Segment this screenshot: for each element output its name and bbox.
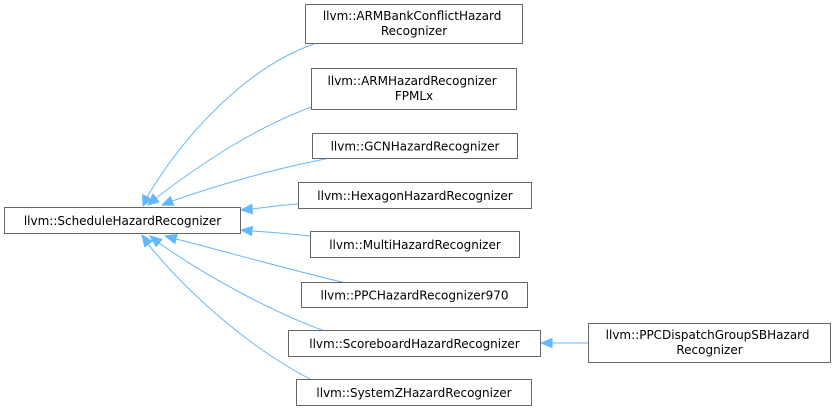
edge-line [251, 230, 311, 237]
arrowhead-icon [163, 233, 178, 245]
node-label-line: llvm::ARMBankConflictHazard [323, 9, 501, 23]
edge-line [158, 242, 331, 334]
edge-arm-fpmlx-to-base [147, 103, 321, 206]
edge-ppc970-to-base [163, 233, 347, 284]
node-scoreboard-hazard-recognizer[interactable]: llvm::ScoreboardHazardRecognizer [288, 330, 541, 357]
node-box [301, 282, 528, 308]
node-label: llvm::SystemZHazardRecognizer [316, 386, 511, 400]
node-label: llvm::GCNHazardRecognizer [331, 140, 500, 154]
arrowhead-icon [141, 233, 154, 248]
node-label: llvm::ARMBankConflictHazard Recognizer [323, 9, 505, 38]
node-label-line: llvm::ScoreboardHazardRecognizer [309, 337, 520, 351]
node-label-line: llvm::ARMHazardRecognizer [328, 74, 497, 88]
edge-ppc-dispatch-to-scoreboard [539, 337, 588, 349]
node-arm-hazard-recognizer-fpmlx[interactable]: llvm::ARMHazardRecognizer FPMLx [311, 68, 517, 110]
node-label-line: Recognizer [381, 24, 447, 38]
edge-systemz-to-base [141, 233, 319, 384]
node-label-line: llvm::SystemZHazardRecognizer [316, 386, 511, 400]
node-label: llvm::MultiHazardRecognizer [329, 238, 501, 252]
arrowhead-icon [239, 225, 253, 237]
node-label: llvm::HexagonHazardRecognizer [317, 189, 512, 203]
node-label: llvm::ScoreboardHazardRecognizer [309, 337, 520, 351]
node-label-line: llvm::PPCHazardRecognizer970 [321, 289, 509, 303]
node-label: llvm::PPCHazardRecognizer970 [321, 289, 509, 303]
edge-hexagon-to-base [239, 203, 299, 215]
arrowhead-icon [142, 193, 153, 207]
arrowhead-icon [160, 195, 175, 206]
edge-line [175, 238, 347, 284]
node-label-line: Recognizer [676, 343, 742, 357]
edge-gcn-to-base [160, 156, 337, 206]
edge-line [155, 103, 321, 199]
node-box [296, 379, 532, 406]
node-label-line: llvm::HexagonHazardRecognizer [317, 189, 512, 203]
node-box [305, 4, 523, 44]
node-schedule-hazard-recognizer[interactable]: llvm::ScheduleHazardRecognizer [4, 207, 241, 234]
node-gcn-hazard-recognizer[interactable]: llvm::GCNHazardRecognizer [312, 133, 518, 159]
edge-line [146, 43, 315, 198]
node-ppc-hazard-recognizer-970[interactable]: llvm::PPCHazardRecognizer970 [301, 282, 528, 308]
node-arm-bank-conflict-hazard-recognizer[interactable]: llvm::ARMBankConflictHazard Recognizer [305, 4, 523, 44]
arrowhead-icon [239, 203, 254, 215]
node-box [588, 323, 831, 363]
node-systemz-hazard-recognizer[interactable]: llvm::SystemZHazardRecognizer [296, 379, 532, 406]
edge-line [171, 156, 337, 202]
node-box [288, 330, 541, 357]
node-multi-hazard-recognizer[interactable]: llvm::MultiHazardRecognizer [310, 231, 520, 258]
node-box [312, 133, 518, 159]
arrowhead-icon [539, 337, 553, 349]
edge-arm-bank-to-base [142, 43, 315, 207]
node-label: llvm::PPCDispatchGroupSBHazard Recognize… [606, 328, 814, 357]
node-label-line: llvm::PPCDispatchGroupSBHazard [606, 328, 810, 342]
node-label: llvm::ARMHazardRecognizer FPMLx [328, 74, 501, 103]
arrowhead-icon [147, 193, 160, 206]
node-ppc-dispatch-group-sb-hazard-recognizer[interactable]: llvm::PPCDispatchGroupSBHazard Recognize… [588, 323, 831, 363]
node-box [311, 68, 517, 110]
node-label: llvm::ScheduleHazardRecognizer [24, 214, 221, 228]
node-hexagon-hazard-recognizer[interactable]: llvm::HexagonHazardRecognizer [298, 182, 532, 209]
node-label-line: llvm::GCNHazardRecognizer [331, 140, 500, 154]
node-label-line: llvm::ScheduleHazardRecognizer [24, 214, 221, 228]
node-box [310, 231, 520, 258]
node-label-line: llvm::MultiHazardRecognizer [329, 238, 501, 252]
edge-line [251, 203, 299, 210]
node-label-line: FPMLx [395, 89, 433, 103]
edge-multi-to-base [239, 225, 311, 237]
inheritance-edges [141, 43, 588, 384]
node-box [298, 182, 532, 209]
class-nodes: llvm::ScheduleHazardRecognizer llvm::ARM… [4, 4, 831, 406]
node-box [4, 207, 241, 234]
edge-line [147, 243, 319, 384]
